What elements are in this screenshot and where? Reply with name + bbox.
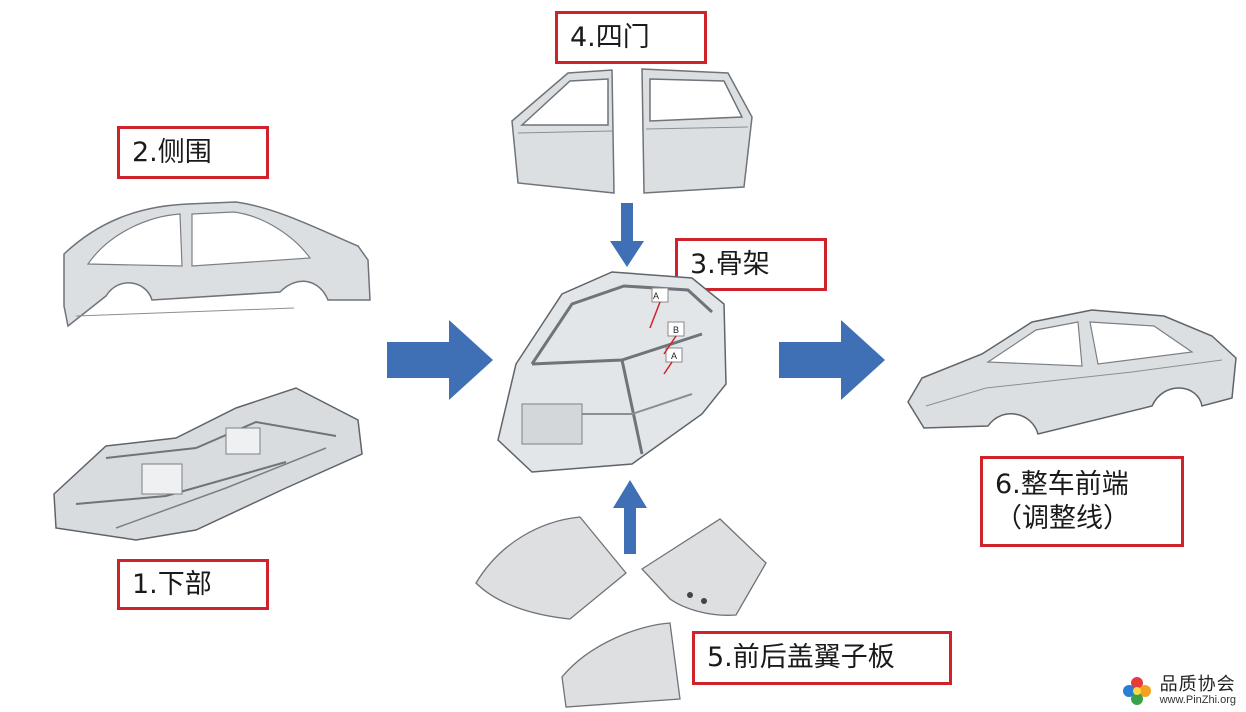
skeleton-image: A B A [492, 264, 732, 476]
label-doors-text: 4.四门 [570, 21, 650, 55]
watermark: 品质协会 www.PinZhi.org [1120, 674, 1236, 708]
underbody-image [46, 378, 366, 548]
complete-body-image [902, 302, 1244, 448]
label-underbody-text: 1.下部 [132, 568, 212, 602]
closures-image [470, 503, 770, 710]
label-complete-body: 6.整车前端 （调整线） [980, 456, 1184, 547]
annotation-a1: A [653, 291, 659, 301]
label-complete-line2: （调整线） [995, 502, 1130, 536]
arrow-down-icon [610, 203, 644, 267]
watermark-url: www.PinZhi.org [1160, 695, 1236, 707]
label-side-frame: 2.侧围 [117, 126, 269, 179]
label-complete-line1: 6.整车前端 [995, 468, 1129, 502]
label-side-frame-text: 2.侧围 [132, 136, 212, 170]
annotation-b: B [673, 325, 679, 335]
label-doors: 4.四门 [555, 11, 707, 64]
arrow-right-left-icon [387, 320, 493, 400]
doors-image [508, 65, 758, 205]
side-frame-image [58, 196, 372, 332]
annotation-a2: A [671, 351, 677, 361]
label-underbody: 1.下部 [117, 559, 269, 610]
arrow-right-right-icon [779, 320, 885, 400]
watermark-title: 品质协会 [1160, 676, 1236, 695]
flower-logo-icon [1120, 674, 1154, 708]
